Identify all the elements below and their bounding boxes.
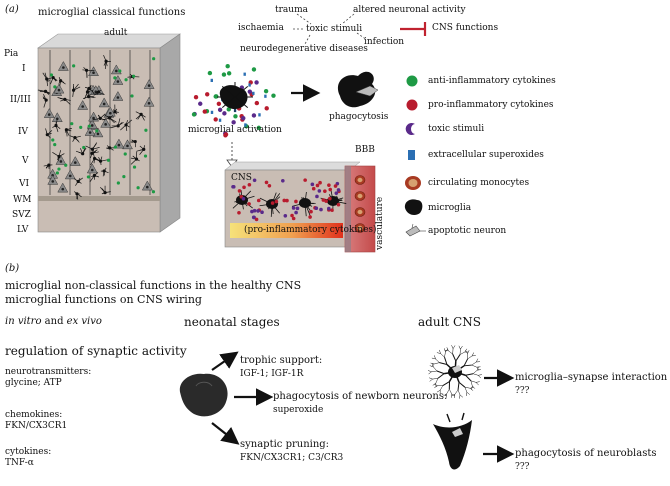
monocyte-icon: [405, 176, 421, 190]
layer-wm: WM: [13, 195, 32, 205]
microglia-icon: [404, 199, 423, 216]
cortex-block: [37, 33, 181, 233]
gradient-label: (pro-inflammatory cytokines): [244, 225, 377, 235]
layer-svz: SVZ: [12, 210, 31, 220]
panel-a-title: microglial classical functions: [38, 7, 186, 18]
chemokines-detail: FKN/CX3CR1: [5, 421, 68, 431]
legend-toxic-stimuli: toxic stimuli: [428, 124, 485, 134]
green-dot-icon: [406, 75, 418, 87]
col-invitro-header: in vitro and ex vivo: [5, 316, 102, 327]
panel-b-line2: microglial functions on CNS wiring: [5, 293, 202, 306]
pruning-detail: FKN/CX3CR1; C3/CR3: [240, 453, 344, 463]
synapse-interaction-title: microglia–synapse interaction: [515, 372, 668, 383]
stimulus-infection: infection: [364, 37, 405, 47]
layer-v: V: [22, 156, 29, 166]
microglial-activation-cluster: [191, 64, 276, 138]
trophic-detail: IGF-1; IGF-1R: [240, 369, 304, 379]
trophic-title: trophic support:: [240, 355, 323, 366]
neurotransmitters-title: neurotransmitters:: [5, 367, 92, 377]
legend-microglia: microglia: [428, 203, 472, 213]
adult-arrows: [483, 369, 515, 463]
cns-box: [224, 161, 376, 253]
cns-label: CNS: [231, 173, 252, 183]
legend-anti-inflammatory: anti-inflammatory cytokines: [428, 76, 556, 86]
neuroblast-phagocytosis-detail: ???: [515, 462, 530, 472]
col-neonatal-header: neonatal stages: [184, 315, 280, 329]
vasculature-label: vasculature: [375, 196, 385, 250]
phagocytosis-cell: [337, 71, 379, 108]
legend-pro-inflammatory: pro-inflammatory cytokines: [428, 100, 554, 110]
cytokines-detail: TNF-α: [5, 458, 34, 468]
legend-superoxides: extracellular superoxides: [428, 150, 544, 160]
stimulus-toxic: toxic stimuli: [306, 24, 363, 34]
stimulus-neurodegenerative: neurodegenerative diseases: [240, 44, 368, 54]
cortex-cells: [37, 50, 156, 200]
regulation-heading: regulation of synaptic activity: [5, 344, 187, 358]
legend-apoptotic-neuron: apoptotic neuron: [428, 226, 507, 236]
inhibition-symbol: [400, 22, 427, 36]
microglial-activation-label: microglial activation: [188, 125, 282, 135]
stimulus-altered-activity: altered neuronal activity: [353, 5, 466, 15]
legend-monocytes: circulating monocytes: [428, 178, 530, 188]
cns-functions-label: CNS functions: [432, 23, 499, 33]
layer-iv: IV: [18, 127, 29, 137]
blue-square-icon: [408, 150, 415, 160]
stimulus-trauma: trauma: [275, 5, 308, 15]
purple-crescent-icon: [405, 123, 415, 135]
layer-vi: VI: [19, 179, 30, 189]
neuroblast-phagocytosis-title: phagocytosis of neuroblasts: [515, 448, 657, 459]
layer-i: I: [22, 64, 26, 74]
panel-b-label: (b): [5, 263, 20, 274]
phagocytosis-newborn-detail: superoxide: [273, 405, 324, 415]
layer-ii-iii: II/III: [10, 95, 31, 105]
red-dot-icon: [406, 99, 418, 111]
chemokines-title: chemokines:: [5, 410, 63, 420]
adult-phagocytic-microglia: [433, 412, 472, 470]
phagocytosis-label: phagocytosis: [329, 112, 389, 122]
neurotransmitters-detail: glycine; ATP: [5, 378, 62, 388]
pruning-title: synaptic pruning:: [240, 439, 330, 450]
stimuli-connectors: [293, 13, 368, 45]
legend-icons: [404, 75, 426, 237]
apoptotic-neuron-icon: [405, 223, 426, 237]
adult-ramified-microglia: [427, 345, 482, 399]
cytokines-title: cytokines:: [5, 447, 52, 457]
neonatal-arrows: [211, 351, 274, 445]
layer-pia: Pia: [4, 49, 19, 59]
bbb-label: BBB: [355, 145, 375, 155]
panel-a-label: (a): [5, 4, 19, 15]
stimulus-ischaemia: ischaemia: [238, 23, 284, 33]
phagocytosis-newborn-title: phagocytosis of newborn neurons:: [273, 391, 448, 402]
neonatal-microglia: [179, 373, 228, 417]
adult-block-label: adult: [104, 28, 128, 38]
panel-b-line1: microglial non-classical functions in th…: [5, 279, 302, 292]
synapse-interaction-detail: ???: [515, 386, 530, 396]
layer-lv: LV: [17, 225, 29, 235]
col-adult-header: adult CNS: [418, 315, 481, 329]
